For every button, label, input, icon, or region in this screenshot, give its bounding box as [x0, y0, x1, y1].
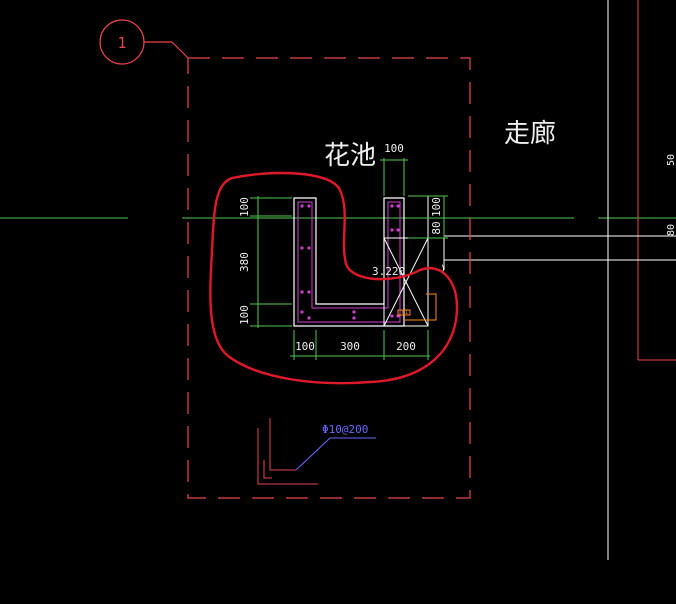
axis-bubble: 1 — [99, 19, 189, 65]
dim-left-mid: 380 — [238, 252, 251, 272]
edge-label-a: 50 — [666, 154, 676, 166]
dim-top-width: 100 — [384, 142, 404, 155]
edge-label-b: 80 — [666, 224, 676, 236]
dim-right-mid: 80 — [430, 221, 443, 234]
reference-lines — [0, 0, 676, 560]
planter-label: 花池 — [324, 141, 376, 171]
dim-right-top: 100 — [430, 197, 443, 217]
dimension-lines: 100 100 380 100 100 80 100 300 200 — [238, 142, 448, 360]
corridor-label: 走廊 — [504, 119, 556, 149]
paren-mark: ) — [440, 264, 446, 275]
dim-bottom-1: 100 — [295, 340, 315, 353]
dim-left-bottom: 100 — [238, 305, 251, 325]
rebar-spec-label: Φ10@200 — [322, 423, 368, 436]
dim-bottom-3: 200 — [396, 340, 416, 353]
dim-left-top: 100 — [238, 197, 251, 217]
markup-cloud — [209, 171, 459, 385]
small-tag: B1 — [402, 310, 408, 316]
column-box: B1 — [383, 195, 445, 327]
room-outline — [187, 57, 471, 499]
dim-bottom-2: 300 — [340, 340, 360, 353]
elevation-label: 3.220 — [372, 265, 405, 278]
rebar-detail: Φ10@200 — [257, 418, 376, 485]
planter-wall — [293, 197, 405, 327]
axis-label: 1 — [117, 34, 126, 52]
